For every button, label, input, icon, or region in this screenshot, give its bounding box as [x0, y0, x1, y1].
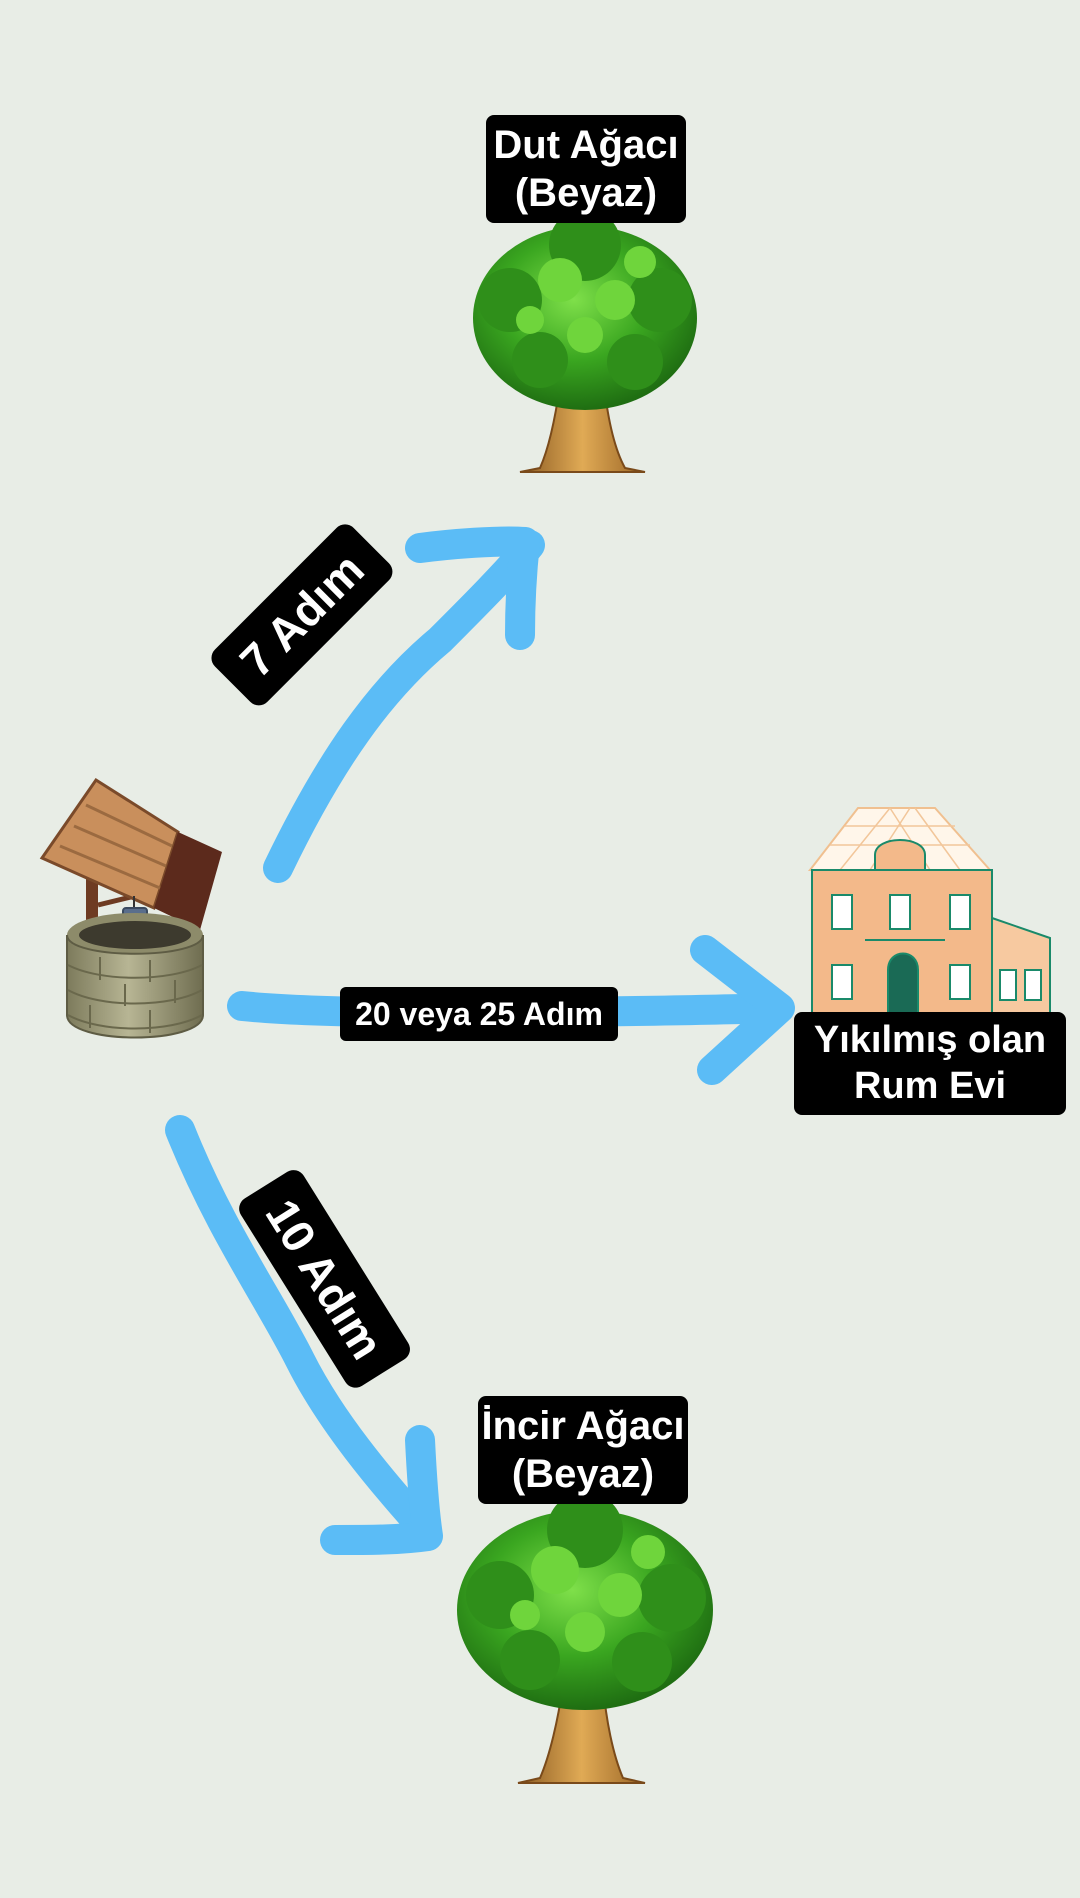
mulberry-tree-label: Dut Ağacı (Beyaz): [486, 115, 686, 223]
arrow-to-mulberry: [263, 526, 545, 883]
house-label-line2: Rum Evi: [853, 1064, 1007, 1107]
fig-tree-label-line1: İncir Ağacı: [481, 1404, 685, 1448]
wishing-well-icon: [39, 777, 222, 1039]
greek-house-icon: [807, 807, 1051, 1027]
arrow-to-fig: [165, 1115, 443, 1555]
mulberry-tree-label-line2: (Beyaz): [514, 171, 658, 215]
fig-tree-icon: [457, 1492, 713, 1784]
edge-label-20-25-steps: 20 veya 25 Adım: [340, 987, 618, 1042]
house-label: Yıkılmış olan Rum Evi: [794, 1012, 1066, 1116]
fig-tree-label: İncir Ağacı (Beyaz): [478, 1396, 688, 1504]
mulberry-tree-icon: [473, 209, 697, 473]
fig-tree-label-line2: (Beyaz): [511, 1452, 655, 1496]
mulberry-tree-label-line1: Dut Ağacı: [493, 123, 679, 167]
house-label-line1: Yıkılmış olan: [813, 1019, 1047, 1061]
